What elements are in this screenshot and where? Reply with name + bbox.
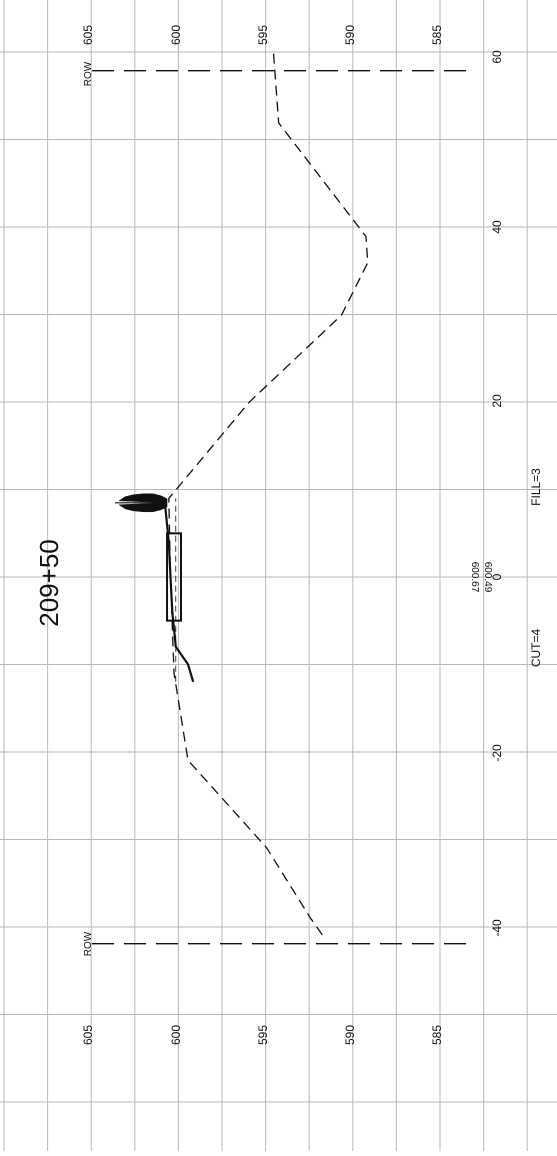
proposed-road-line bbox=[164, 507, 195, 683]
fill-label: FILL=3 bbox=[529, 468, 543, 506]
centerline-elevation-right: 600.67 bbox=[469, 562, 480, 593]
elevation-labels-bottom: 605 600 595 590 585 bbox=[81, 1025, 444, 1045]
existing-ground-line bbox=[168, 53, 369, 936]
pavement-box bbox=[166, 532, 182, 622]
row-label-bottom: ROW bbox=[83, 931, 94, 956]
centerline-elevation-left: 600.49 bbox=[482, 562, 493, 593]
elevation-label-585-bottom: 585 bbox=[430, 1025, 444, 1045]
station-title: 209+50 bbox=[34, 539, 64, 626]
offset-label-60: 60 bbox=[490, 50, 504, 64]
offset-labels: 60 40 20 0 -20 -40 bbox=[490, 50, 504, 937]
offset-label-0: 0 bbox=[490, 573, 504, 580]
elevation-label-600-bottom: 600 bbox=[169, 1025, 183, 1045]
elevation-label-590-top: 590 bbox=[343, 25, 357, 45]
row-label-top: ROW bbox=[83, 61, 94, 86]
elevation-label-600-top: 600 bbox=[169, 25, 183, 45]
elevation-label-605-top: 605 bbox=[81, 25, 95, 45]
offset-label-20: 20 bbox=[490, 394, 504, 408]
elevation-label-585-top: 585 bbox=[430, 25, 444, 45]
offset-label-minus-20: -20 bbox=[490, 744, 504, 762]
offset-label-minus-40: -40 bbox=[490, 919, 504, 937]
cut-label: CUT=4 bbox=[529, 629, 543, 668]
elevation-label-590-bottom: 590 bbox=[343, 1025, 357, 1045]
elevation-label-595-top: 595 bbox=[256, 25, 270, 45]
elevation-labels-top: 605 600 595 590 585 bbox=[81, 25, 444, 45]
elevation-label-595-bottom: 595 bbox=[256, 1025, 270, 1045]
offset-label-40: 40 bbox=[490, 220, 504, 234]
linework bbox=[92, 53, 468, 945]
tree-icon bbox=[115, 493, 168, 513]
elevation-label-605-bottom: 605 bbox=[81, 1025, 95, 1045]
